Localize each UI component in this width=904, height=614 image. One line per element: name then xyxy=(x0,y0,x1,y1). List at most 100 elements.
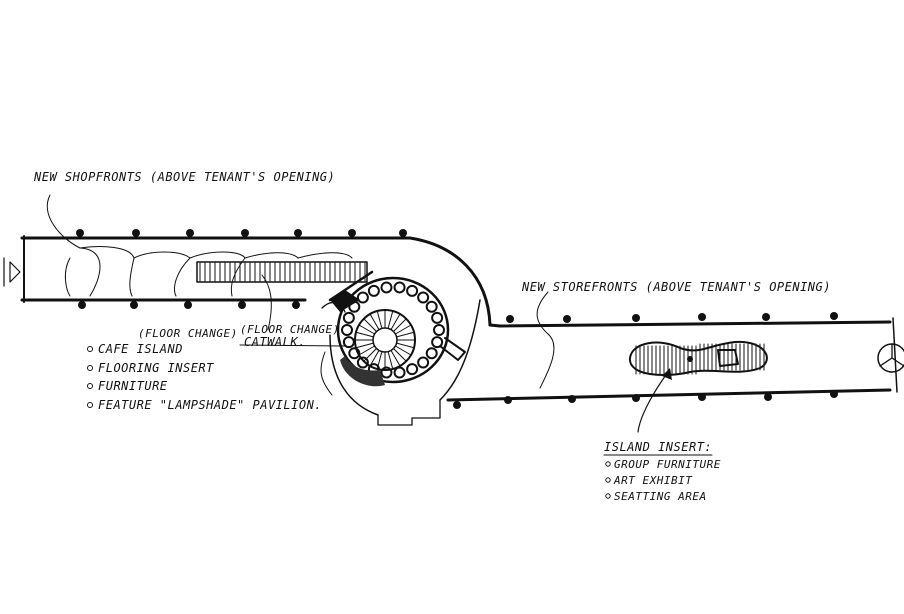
arrow-head-icon xyxy=(662,368,672,380)
rotunda-entry xyxy=(377,399,441,426)
ray-line xyxy=(363,318,378,333)
central-rotunda xyxy=(321,236,502,426)
ray-line xyxy=(394,345,412,356)
ray-line xyxy=(394,324,412,335)
storefront-dot xyxy=(504,396,512,404)
storefront-dot xyxy=(568,395,576,403)
label-floor-change-2: (FLOOR CHANGE) xyxy=(240,323,340,336)
catwalk-leader xyxy=(261,274,272,331)
right-corridor-top-wall xyxy=(498,320,892,328)
pavilion-bead xyxy=(380,281,393,294)
pavilion-bead xyxy=(342,336,355,349)
pavilion-bead xyxy=(367,284,380,297)
ray-line xyxy=(358,345,376,356)
storefront-dot xyxy=(294,229,302,237)
right-corridor-bottom-wall xyxy=(446,388,892,402)
label-catwalk: CATWALK. xyxy=(244,335,306,349)
ray-line xyxy=(376,310,383,329)
left-corridor xyxy=(3,235,412,303)
storefront-dot xyxy=(698,313,706,321)
ray-line xyxy=(369,313,380,331)
bullet-icon xyxy=(87,346,93,352)
triangle-marker-icon xyxy=(9,261,21,283)
storefront-leader-arcs xyxy=(46,194,353,297)
rotunda-right-arc xyxy=(439,299,481,401)
label-storefronts-left: NEW SHOPFRONTS (ABOVE TENANT'S OPENING) xyxy=(33,170,335,184)
pavilion-bridge xyxy=(328,270,374,302)
pavilion-bead xyxy=(348,347,361,360)
pavilion-bead xyxy=(341,324,353,336)
pavilion-bead xyxy=(417,291,430,304)
left-storefront-dots xyxy=(76,229,407,309)
storefront-dot xyxy=(132,229,140,237)
island-insert-list: ISLAND INSERT: GROUP FURNITURE ART EXHIB… xyxy=(603,440,721,503)
ray-line xyxy=(387,310,394,329)
island-list-item: GROUP FURNITURE xyxy=(614,458,721,471)
storefront-dot xyxy=(563,315,571,323)
pavilion-outline xyxy=(336,276,450,384)
right-corridor xyxy=(446,317,904,402)
pavilion-bead xyxy=(431,311,444,324)
storefront-dot xyxy=(506,315,514,323)
storefront-dot xyxy=(830,312,838,320)
label-floor-change-1: (FLOOR CHANGE) xyxy=(138,327,238,340)
pavilion-bead xyxy=(406,284,419,297)
cafe-feature-list: CAFE ISLAND FLOORING INSERT FURNITURE FE… xyxy=(87,342,322,412)
storefront-dot xyxy=(238,301,246,309)
pavilion-bead xyxy=(342,311,355,324)
pavilion-bead xyxy=(356,356,369,369)
storefront-dot xyxy=(830,390,838,398)
pavilion-bead xyxy=(425,347,438,360)
pavilion-bead xyxy=(425,300,438,313)
cafe-list-item: CAFE ISLAND xyxy=(98,342,183,356)
storefront-dot xyxy=(241,229,249,237)
pavilion-bead xyxy=(380,366,393,379)
rotunda-upper-curve xyxy=(408,236,492,327)
storefront-dot xyxy=(348,229,356,237)
pavilion-bead xyxy=(431,336,444,349)
cafe-leader xyxy=(239,344,346,347)
storefront-dot xyxy=(632,314,640,322)
storefront-dot xyxy=(184,301,192,309)
storefront-dot xyxy=(698,393,706,401)
storefront-dot xyxy=(78,301,86,309)
island-insert xyxy=(629,340,768,433)
mercedes-star-icon xyxy=(877,343,904,373)
bullet-icon xyxy=(87,383,93,389)
cafe-list-item: FURNITURE xyxy=(98,379,168,393)
right-leader-lines xyxy=(536,291,555,389)
bullet-icon xyxy=(605,477,611,483)
catwalk-strip xyxy=(196,261,368,283)
cafe-list-item: FEATURE "LAMPSHADE" PAVILION. xyxy=(98,398,322,412)
storefront-dot xyxy=(399,229,407,237)
island-seat xyxy=(717,349,739,367)
ray-line xyxy=(387,351,394,370)
right-end-line xyxy=(892,317,898,393)
ray-line xyxy=(396,331,415,338)
island-list-item: SEATTING AREA xyxy=(614,490,707,503)
storefront-dot xyxy=(632,394,640,402)
pavilion-shadow xyxy=(340,356,385,387)
pavilion-bead xyxy=(417,356,430,369)
island-dot xyxy=(687,356,693,362)
storefront-dot xyxy=(186,229,194,237)
cafe-list-item: FLOORING INSERT xyxy=(98,361,214,375)
ray-line xyxy=(369,349,380,367)
ray-line xyxy=(358,324,376,335)
storefront-dot xyxy=(130,301,138,309)
storefront-dot xyxy=(762,313,770,321)
island-list-item: ART EXHIBIT xyxy=(613,474,693,487)
bullet-icon xyxy=(605,493,611,499)
ray-line xyxy=(355,342,374,349)
pavilion-leader xyxy=(320,351,333,396)
pavilion-bead xyxy=(356,291,369,304)
ray-line xyxy=(355,331,374,338)
ray-line xyxy=(390,349,401,367)
storefront-dot xyxy=(76,229,84,237)
lampshade-pavilion xyxy=(328,270,466,387)
pavilion-bead xyxy=(393,281,406,294)
rotunda-connector xyxy=(488,323,502,328)
ray-line xyxy=(390,313,401,331)
right-storefront-dots xyxy=(453,312,838,409)
